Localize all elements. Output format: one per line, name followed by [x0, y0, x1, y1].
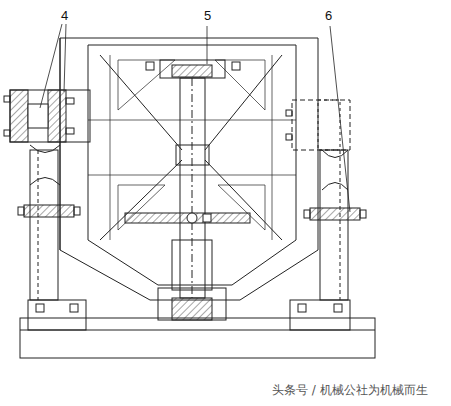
right-foot — [290, 300, 350, 330]
cylinder — [172, 240, 212, 290]
right-column — [320, 150, 348, 300]
watermark: 头条号 / 机械公社为机械而生 — [272, 384, 428, 396]
piston-rod — [180, 78, 205, 298]
right-bearing — [292, 100, 350, 150]
leader-lines — [40, 24, 350, 212]
left-bearing — [10, 90, 90, 142]
guide-disc — [125, 213, 250, 223]
main-frame — [60, 38, 318, 300]
left-column — [30, 150, 58, 300]
left-foot — [28, 300, 86, 330]
base-plate — [20, 318, 375, 358]
pin — [28, 104, 48, 128]
cylinder-base — [158, 288, 226, 320]
callout-number: 6 — [324, 9, 333, 22]
callout-number: 4 — [60, 9, 69, 22]
top-cap — [160, 60, 225, 78]
callout-number: 5 — [203, 9, 212, 22]
